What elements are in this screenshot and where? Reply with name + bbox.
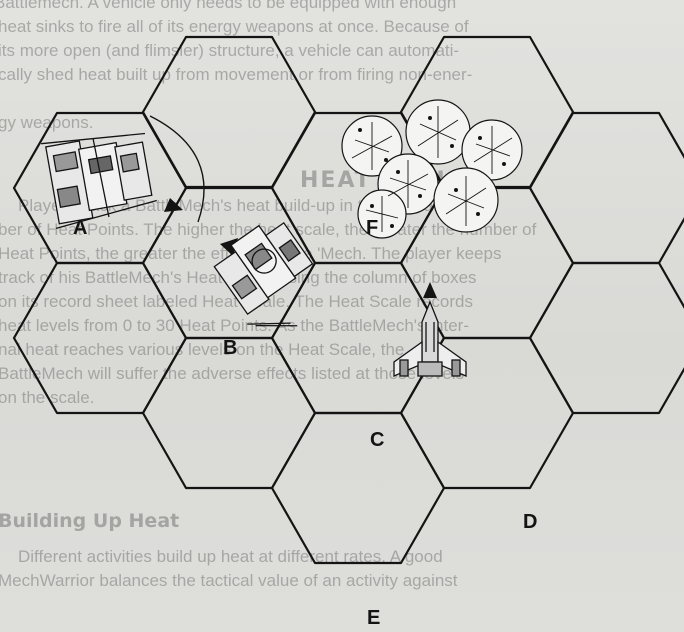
hex [530,113,684,263]
hex-label-f: F [366,217,378,239]
hex [272,413,444,563]
hex [143,37,315,187]
battlemech-b-icon [205,213,337,349]
hex-label-e: E [367,607,380,629]
hex-label-d: D [523,511,537,533]
hex [530,263,684,413]
hex-label-c: C [370,429,384,451]
hex-c [272,263,444,413]
battlemech-a-icon [41,126,158,229]
hex [14,263,186,413]
facing-arrow-icon [423,282,437,298]
hex-label-b: B [223,337,237,359]
hex [143,338,315,488]
hex-label-a: A [73,217,87,239]
